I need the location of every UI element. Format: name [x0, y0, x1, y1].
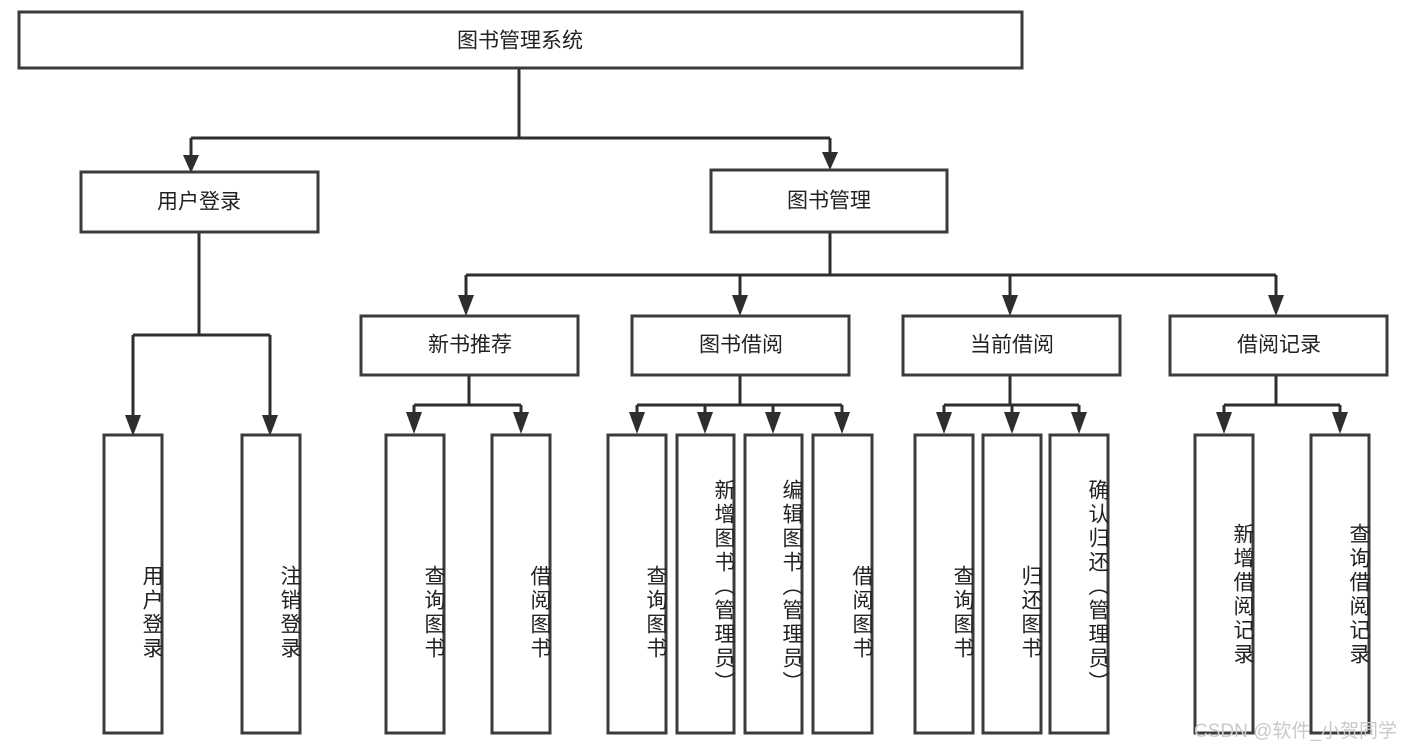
leaf-box-group [102, 433, 1371, 735]
watermark-text: CSDN @软件_小贺同学 [1194, 721, 1397, 742]
leaf-box-user-login[interactable] [102, 433, 164, 735]
leaf-box-query-borrow-record[interactable] [1309, 433, 1371, 735]
arrow-leaf-borrow-2 [697, 412, 713, 434]
arrow-leaf-borrow-4 [834, 412, 850, 434]
leaf-box-borrow-book-new[interactable] [490, 433, 552, 735]
arrow-leaf-borrow-3 [765, 412, 781, 434]
node-root-label: 图书管理系统 [457, 30, 583, 53]
node-borrow-record-label: 借阅记录 [1237, 334, 1321, 357]
arrow-leaf-record-1 [1216, 412, 1232, 434]
arrow-leaf-borrow-1 [629, 412, 645, 434]
node-root[interactable]: 图书管理系统 [17, 10, 1024, 70]
node-borrow-record-box[interactable] [1168, 314, 1389, 377]
node-user-login-box[interactable] [79, 170, 320, 234]
leaf-box-confirm-return-admin[interactable] [1048, 433, 1110, 735]
node-book-borrow-box[interactable] [630, 314, 851, 377]
arrow-mid-3 [1002, 295, 1018, 316]
leaf-box-add-book-admin[interactable] [675, 433, 736, 735]
node-book-borrow-label: 图书借阅 [699, 334, 783, 357]
node-new-book-recommend[interactable]: 新书推荐 [359, 314, 580, 377]
arrow-mid-2 [732, 295, 748, 316]
arrow-leaf-current-2 [1004, 412, 1020, 434]
node-borrow-record[interactable]: 借阅记录 [1168, 314, 1389, 377]
leaf-box-query-book-current[interactable] [913, 433, 975, 735]
node-current-borrow-label: 当前借阅 [970, 334, 1054, 357]
node-current-borrow[interactable]: 当前借阅 [901, 314, 1122, 377]
node-book-management-label: 图书管理 [787, 190, 871, 213]
leaf-box-add-borrow-record[interactable] [1193, 433, 1255, 735]
arrow-leaf-new-2 [513, 412, 529, 434]
arrow-mid-4 [1268, 295, 1284, 316]
leaf-box-return-book[interactable] [981, 433, 1043, 735]
node-book-management-box[interactable] [709, 168, 949, 234]
node-user-login-label: 用户登录 [157, 191, 241, 214]
leaf-box-edit-book-admin[interactable] [743, 433, 804, 735]
arrow-leaf-new-1 [406, 412, 422, 434]
arrow-bookmgmt [822, 152, 838, 170]
arrow-leaf-user-1 [125, 415, 141, 436]
arrow-leaf-user-2 [262, 415, 278, 436]
node-new-book-recommend-label: 新书推荐 [428, 334, 512, 357]
node-current-borrow-box[interactable] [901, 314, 1122, 377]
leaf-box-borrow-book[interactable] [811, 433, 874, 735]
arrow-mid-1 [458, 295, 474, 316]
node-book-borrow[interactable]: 图书借阅 [630, 314, 851, 377]
leaf-box-query-book-borrow[interactable] [606, 433, 668, 735]
connector-group [125, 68, 1348, 436]
node-new-book-recommend-box[interactable] [359, 314, 580, 377]
node-root-box[interactable] [17, 10, 1024, 70]
arrow-userlogin [183, 155, 199, 173]
node-book-management[interactable]: 图书管理 [709, 168, 949, 234]
arrow-leaf-current-3 [1071, 412, 1087, 434]
leaf-box-user-logout[interactable] [240, 433, 302, 735]
arrow-leaf-current-1 [936, 412, 952, 434]
node-user-login[interactable]: 用户登录 [79, 170, 320, 234]
arrow-leaf-record-2 [1332, 412, 1348, 434]
leaf-box-query-book-new[interactable] [384, 433, 446, 735]
